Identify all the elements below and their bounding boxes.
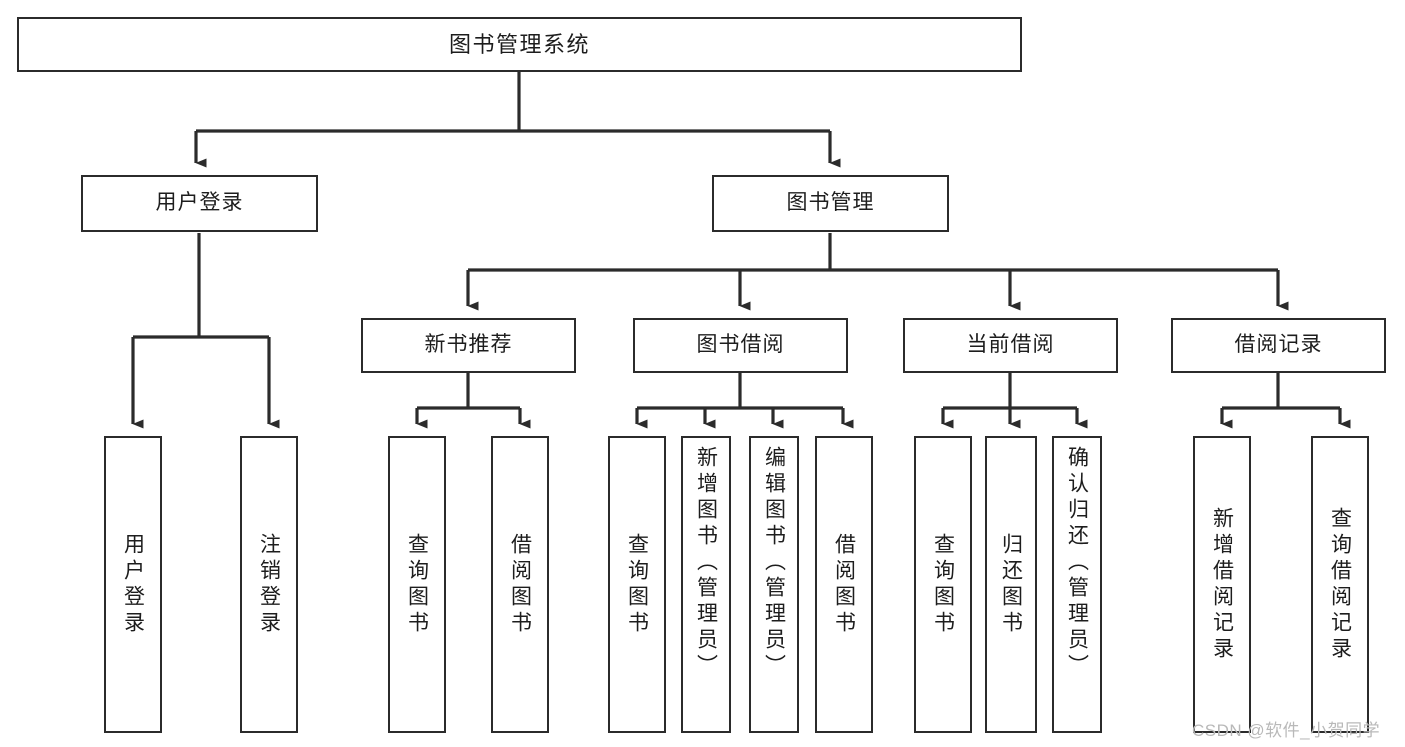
node-label: 归还图书 [999, 532, 1023, 637]
leaf-query-book-recommendation[interactable]: 查询图书 [388, 436, 446, 733]
leaf-query-book-borrow[interactable]: 查询图书 [608, 436, 666, 733]
node-label: 查询图书 [931, 532, 955, 637]
node-label: 注销登录 [257, 532, 281, 637]
node-label: 查询图书 [625, 532, 649, 637]
node-label: 编辑图书（管理员） [762, 446, 786, 680]
leaf-add-borrow-record[interactable]: 新增借阅记录 [1193, 436, 1251, 733]
node-label: 图书借阅 [696, 333, 785, 357]
node-label: 图书管理 [786, 191, 875, 215]
leaf-borrow-book-borrow[interactable]: 借阅图书 [815, 436, 873, 733]
leaf-add-book-admin[interactable]: 新增图书（管理员） [681, 436, 731, 733]
csdn-watermark: CSDN @软件_小贺同学 [1192, 721, 1381, 740]
node-label: 用户登录 [155, 191, 244, 215]
node-label: 新书推荐 [424, 333, 513, 357]
node-label: 用户登录 [121, 532, 145, 637]
node-book-borrow[interactable]: 图书借阅 [633, 318, 848, 373]
leaf-return-book[interactable]: 归还图书 [985, 436, 1037, 733]
node-label: 确认归还（管理员） [1065, 446, 1089, 680]
node-new-book-recommendation[interactable]: 新书推荐 [361, 318, 576, 373]
node-borrow-record[interactable]: 借阅记录 [1171, 318, 1386, 373]
node-label: 当前借阅 [966, 333, 1055, 357]
node-label: 图书管理系统 [448, 31, 590, 57]
node-label: 新增图书（管理员） [694, 446, 718, 680]
leaf-confirm-return-admin[interactable]: 确认归还（管理员） [1052, 436, 1102, 733]
leaf-edit-book-admin[interactable]: 编辑图书（管理员） [749, 436, 799, 733]
node-label: 借阅记录 [1234, 333, 1323, 357]
leaf-user-login[interactable]: 用户登录 [104, 436, 162, 733]
leaf-query-borrow-record[interactable]: 查询借阅记录 [1311, 436, 1369, 733]
node-label: 查询图书 [405, 532, 429, 637]
node-label: 借阅图书 [832, 532, 856, 637]
node-root-book-management-system[interactable]: 图书管理系统 [17, 17, 1022, 72]
node-current-borrow[interactable]: 当前借阅 [903, 318, 1118, 373]
node-book-management[interactable]: 图书管理 [712, 175, 949, 232]
node-label: 查询借阅记录 [1328, 506, 1352, 663]
node-label: 借阅图书 [508, 532, 532, 637]
node-user-login[interactable]: 用户登录 [81, 175, 318, 232]
node-label: 新增借阅记录 [1210, 506, 1234, 663]
leaf-logout[interactable]: 注销登录 [240, 436, 298, 733]
leaf-borrow-book-recommendation[interactable]: 借阅图书 [491, 436, 549, 733]
leaf-query-book-current[interactable]: 查询图书 [914, 436, 972, 733]
